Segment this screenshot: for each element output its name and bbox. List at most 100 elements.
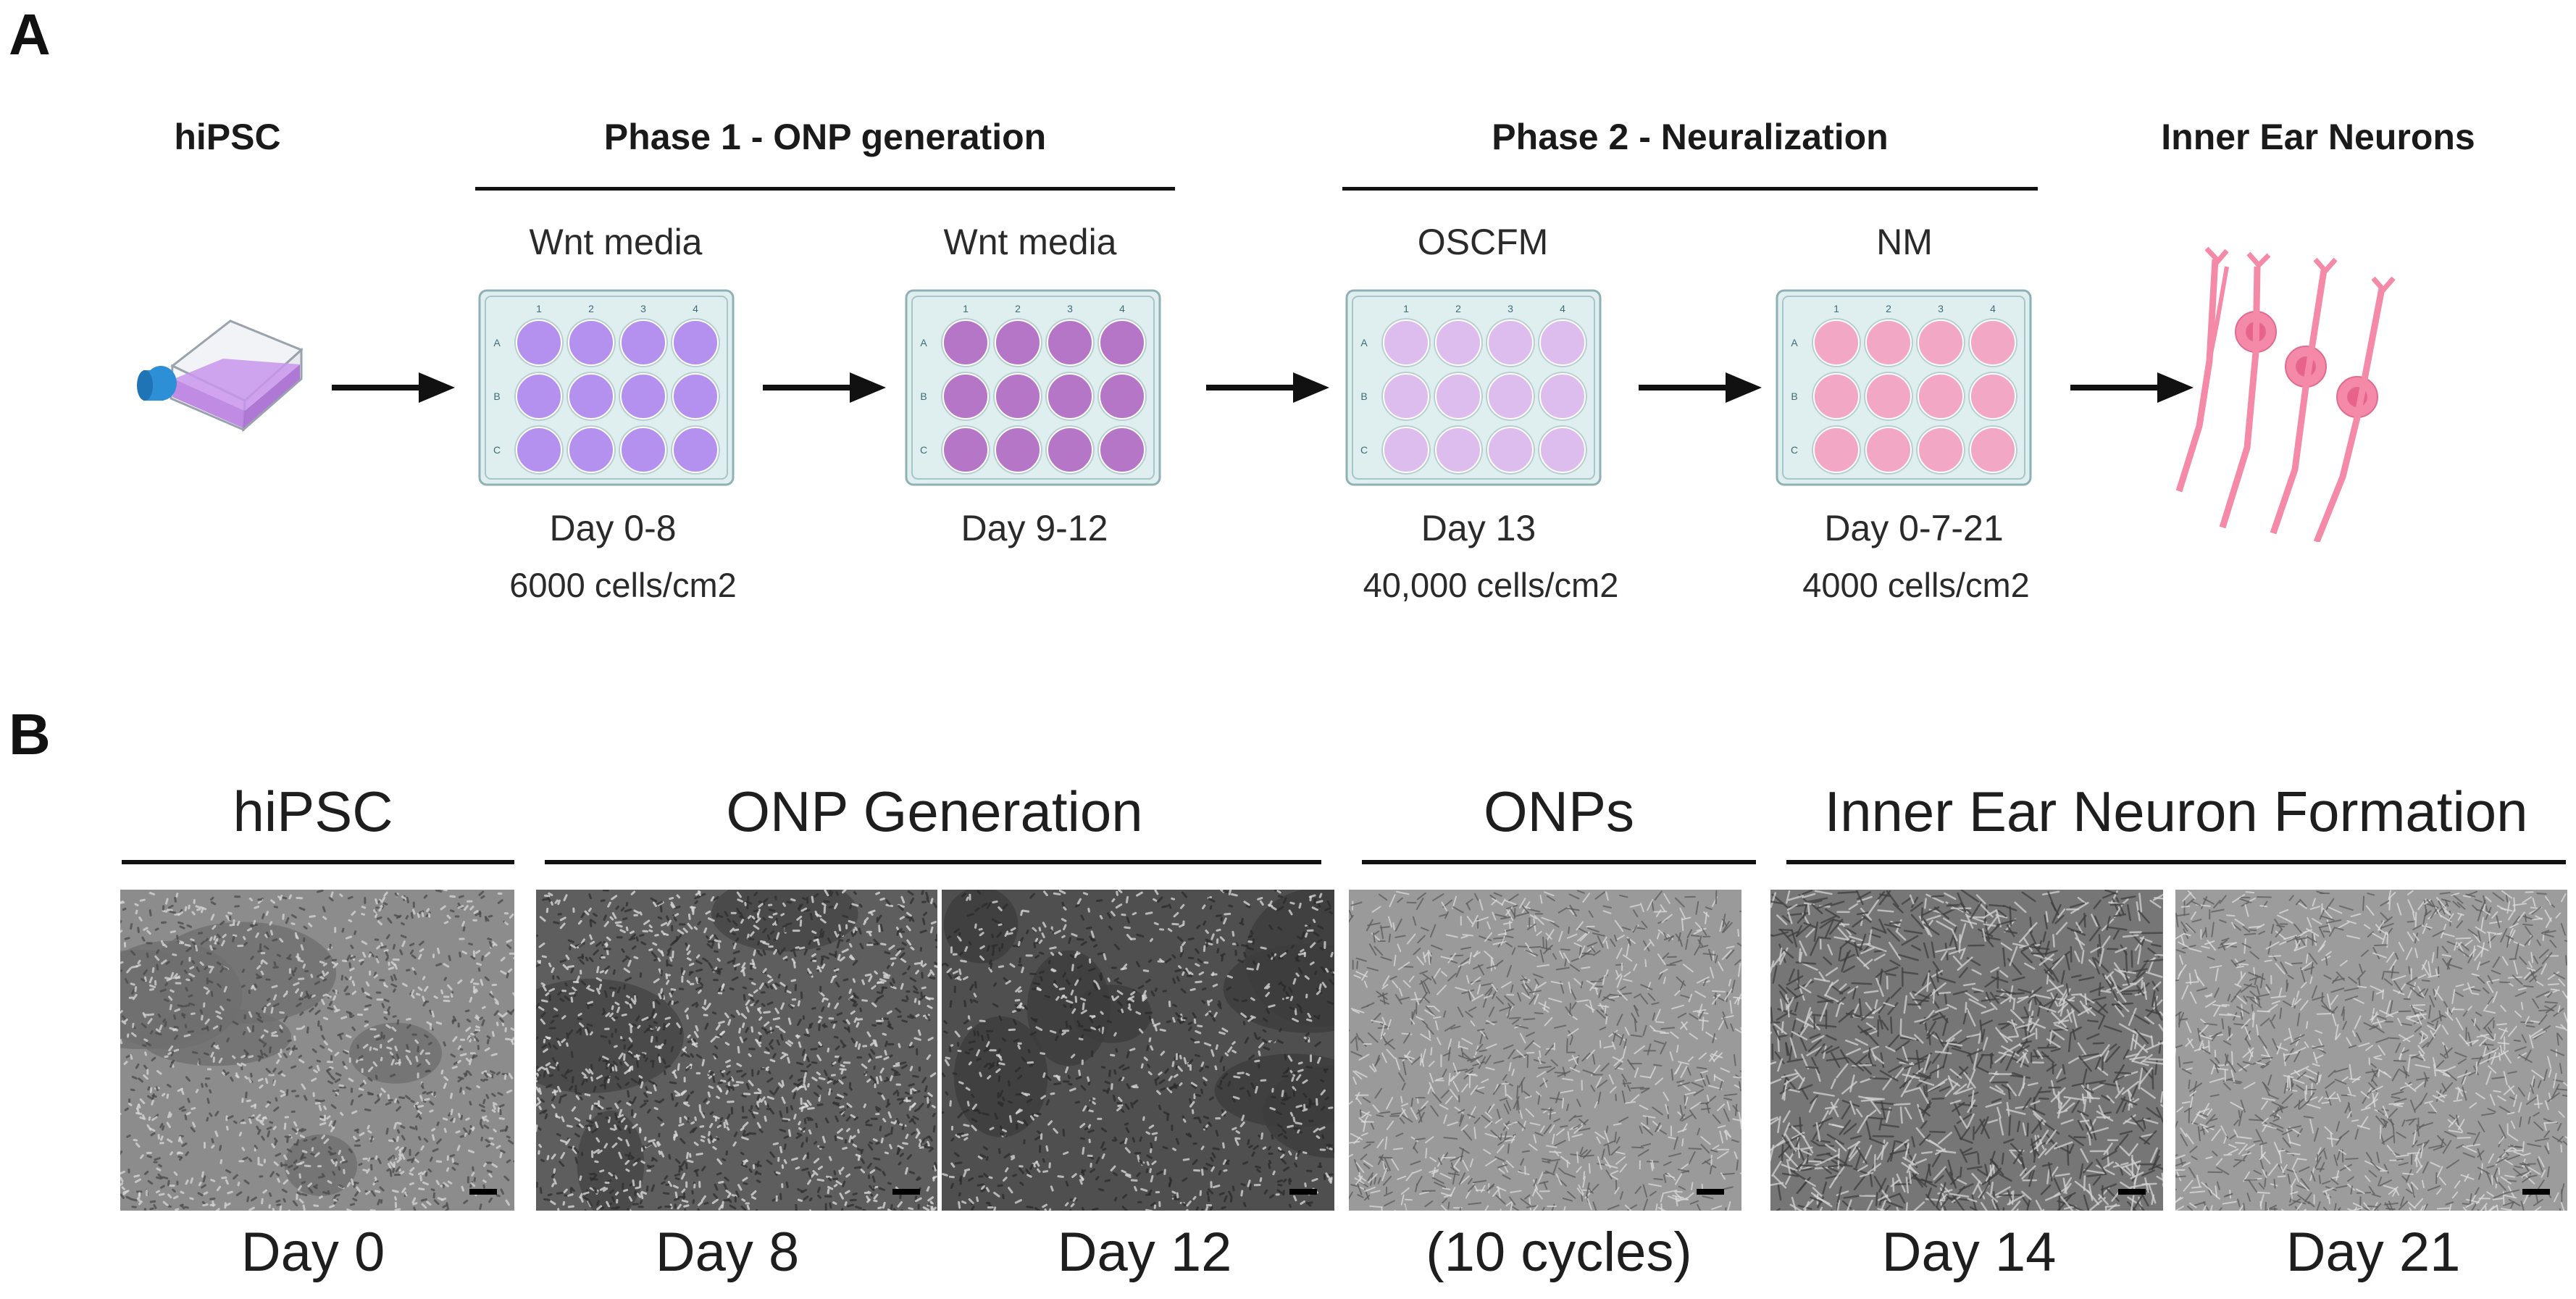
- well: [995, 319, 1041, 366]
- panel-a-letter: A: [9, 2, 51, 67]
- well: [1539, 319, 1586, 366]
- well: [516, 427, 562, 473]
- well: [516, 373, 562, 419]
- well: [568, 427, 614, 473]
- well: [620, 319, 666, 366]
- scale-bar: [892, 1189, 920, 1195]
- panel-b-letter: B: [9, 702, 51, 767]
- well: [1918, 427, 1964, 473]
- well: [995, 373, 1041, 419]
- plate2-day: Day 9-12: [961, 508, 1108, 548]
- caption-day-0: Day 0: [241, 1221, 385, 1283]
- well: [568, 373, 614, 419]
- plate-col-label: 2: [1455, 303, 1461, 314]
- well: [1435, 319, 1481, 366]
- group-neuron-formation-title: Inner Ear Neuron Formation: [1824, 780, 2528, 843]
- plate-col-label: 3: [1067, 303, 1073, 314]
- well: [620, 427, 666, 473]
- phase1-title: Phase 1 - ONP generation: [603, 117, 1047, 157]
- plate-col-label: 2: [1015, 303, 1021, 314]
- plate2-media: Wnt media: [943, 222, 1117, 262]
- plate-col-label: 2: [588, 303, 594, 314]
- plate-col-label: 3: [1507, 303, 1513, 314]
- well: [1487, 319, 1534, 366]
- flask-icon: [136, 315, 317, 438]
- well: [1435, 427, 1481, 473]
- well: [1970, 427, 2016, 473]
- well: [1099, 427, 1145, 473]
- plate4-cells: 4000 cells/cm2: [1802, 566, 2030, 604]
- well: [1435, 373, 1481, 419]
- scale-bar: [1289, 1189, 1317, 1195]
- group-onp-generation-title: ONP Generation: [726, 780, 1143, 843]
- plate3-cells: 40,000 cells/cm2: [1363, 566, 1619, 604]
- well: [1865, 427, 1912, 473]
- plate-col-label: 4: [1119, 303, 1125, 314]
- well: [1047, 427, 1093, 473]
- scale-bar: [2522, 1189, 2550, 1195]
- arrow-4: [1639, 369, 1762, 409]
- well: [1813, 373, 1860, 419]
- plate-row-label: B: [920, 390, 927, 402]
- well: [1047, 373, 1093, 419]
- well: [620, 373, 666, 419]
- group-hipsc-rule: [122, 860, 514, 864]
- plate-row-label: B: [493, 390, 500, 402]
- plate-col-label: 4: [1990, 303, 1996, 314]
- plate-row-label: A: [1791, 337, 1798, 348]
- plate4-day: Day 0-7-21: [1824, 508, 2004, 548]
- micrograph-10-cycles: [1349, 890, 1741, 1211]
- well: [672, 373, 719, 419]
- well: [942, 373, 989, 419]
- plate-row-label: A: [1360, 337, 1368, 348]
- well: [1383, 373, 1429, 419]
- phase2-rule: [1342, 187, 2038, 191]
- plate3-day: Day 13: [1421, 508, 1536, 548]
- plate-row-label: C: [493, 444, 501, 456]
- well: [1383, 319, 1429, 366]
- well: [1970, 319, 2016, 366]
- arrow-3: [1206, 369, 1329, 409]
- plate3-media: OSCFM: [1417, 222, 1549, 262]
- caption-day-21: Day 21: [2286, 1221, 2461, 1283]
- group-onps-title: ONPs: [1483, 780, 1635, 843]
- well: [1865, 319, 1912, 366]
- plate-col-label: 2: [1886, 303, 1891, 314]
- well: [1487, 427, 1534, 473]
- caption-day-14: Day 14: [1881, 1221, 2057, 1283]
- plate-col-label: 1: [1833, 303, 1839, 314]
- plate1-cells: 6000 cells/cm2: [509, 566, 737, 604]
- micrograph-day-8: [536, 890, 937, 1211]
- well: [1918, 319, 1964, 366]
- plate1-day: Day 0-8: [549, 508, 677, 548]
- well: [672, 427, 719, 473]
- well: [1487, 373, 1534, 419]
- plate-col-label: 3: [1938, 303, 1944, 314]
- caption-day-8: Day 8: [655, 1221, 800, 1283]
- well: [1539, 427, 1586, 473]
- well: [1918, 373, 1964, 419]
- caption-day-12: Day 12: [1057, 1221, 1232, 1283]
- plate-col-label: 4: [1560, 303, 1565, 314]
- plate4-media: NM: [1876, 222, 1933, 262]
- well: [672, 319, 719, 366]
- phase2-title: Phase 2 - Neuralization: [1492, 117, 1889, 157]
- well: [942, 319, 989, 366]
- well: [516, 319, 562, 366]
- inner-ear-neurons-label: Inner Ear Neurons: [2161, 117, 2475, 157]
- plate-row-label: B: [1360, 390, 1367, 402]
- well: [1099, 319, 1145, 366]
- inner-ear-neurons-icon: [2172, 245, 2411, 546]
- well: [1383, 427, 1429, 473]
- scale-bar: [469, 1189, 497, 1195]
- micrograph-day-0: [120, 890, 514, 1211]
- plate-col-label: 4: [693, 303, 698, 314]
- well: [1813, 319, 1860, 366]
- caption-10-cycles: (10 cycles): [1426, 1221, 1692, 1283]
- plate1-media: Wnt media: [529, 222, 703, 262]
- plate-row-label: C: [1791, 444, 1798, 456]
- well: [1813, 427, 1860, 473]
